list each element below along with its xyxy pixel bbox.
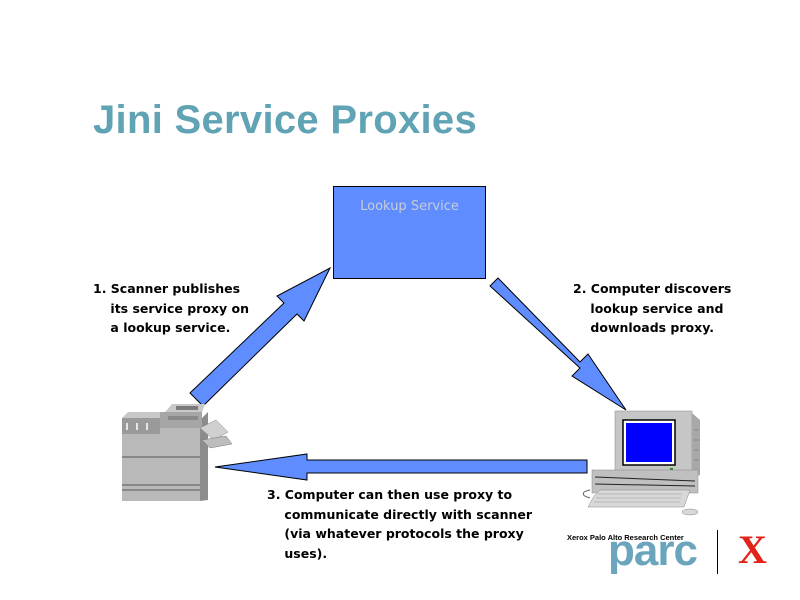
step-1-text: 1. Scanner publishes its service proxy o… <box>93 281 249 335</box>
lookup-service-box: Lookup Service <box>333 186 486 279</box>
computer-screen <box>626 423 672 462</box>
step-2-text: 2. Computer discovers lookup service and… <box>573 281 732 335</box>
slide-title: Jini Service Proxies <box>93 98 478 142</box>
arrow-scanner-to-lookup <box>189 266 332 407</box>
xerox-x-icon: X <box>738 527 767 572</box>
lookup-service-label: Lookup Service <box>360 199 459 214</box>
arrow-computer-to-scanner <box>214 453 588 481</box>
step-3-text: 3. Computer can then use proxy to commun… <box>267 487 533 561</box>
computer-icon <box>582 410 700 516</box>
org-name: Xerox Palo Alto Research Center <box>567 533 684 542</box>
logo-divider <box>717 530 718 574</box>
arrow-lookup-to-computer <box>489 277 627 411</box>
parc-wordmark: parc <box>608 526 698 575</box>
scanner-icon <box>122 404 233 501</box>
